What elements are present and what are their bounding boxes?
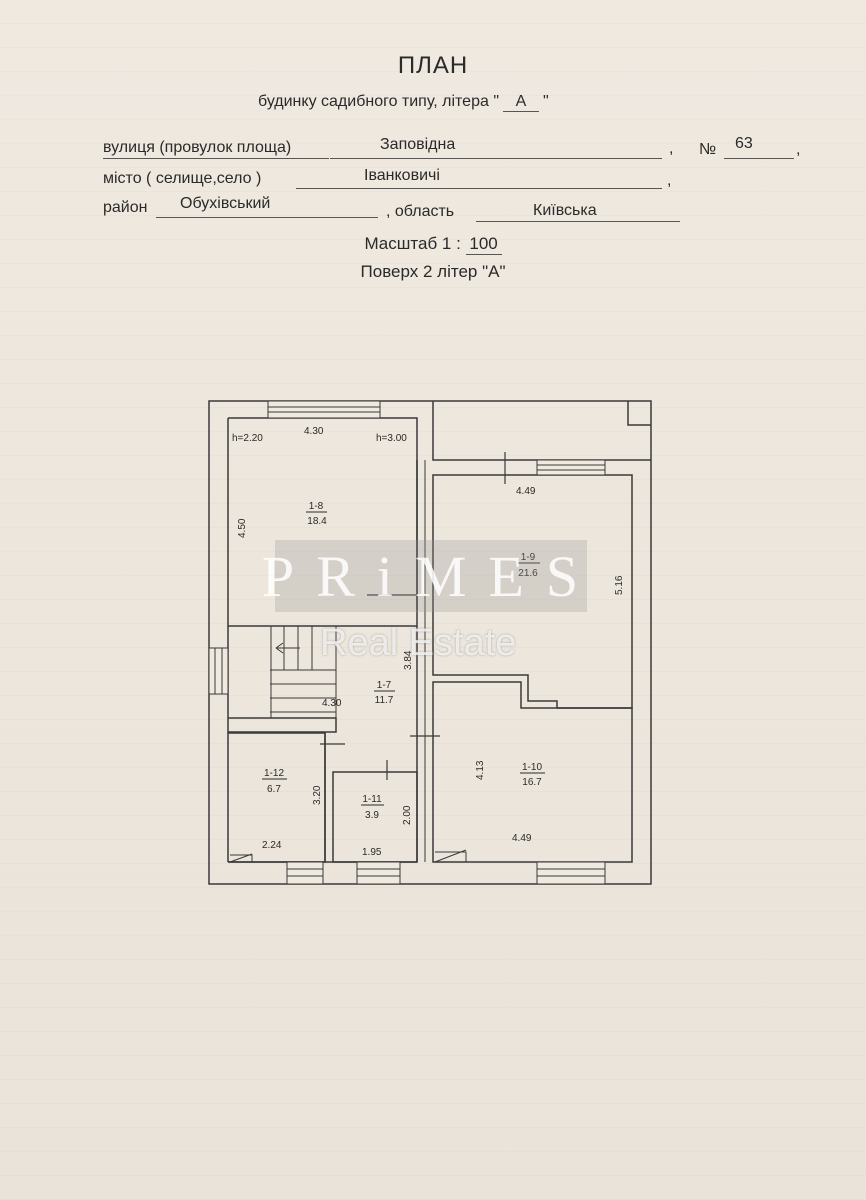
district-value: Обухівський: [180, 195, 271, 212]
room-1-10-id: 1-10: [522, 762, 542, 773]
dim-room11-height: 2.00: [402, 805, 413, 825]
room-1-7-area: 11.7: [375, 695, 394, 706]
dim-top-width-left: 4.30: [304, 426, 324, 437]
number-value: 63: [735, 135, 753, 152]
city-value: Іванковичі: [364, 167, 440, 184]
dim-right-top-width: 4.49: [516, 486, 536, 497]
window-bottom-left: [286, 861, 324, 885]
watermark-text: Real Estate: [320, 622, 517, 664]
dim-room10-height: 4.13: [475, 760, 486, 780]
window-top-left: [267, 400, 381, 419]
dim-h-left: h=2.20: [232, 433, 263, 444]
dim-stair-height: 3.84: [403, 650, 414, 670]
room-1-8-area: 18.4: [307, 516, 327, 527]
street-comma: ,: [669, 140, 674, 157]
street-value: Заповідна: [380, 136, 456, 153]
window-bottom-mid: [356, 861, 401, 885]
city-underline: [296, 188, 662, 189]
dim-room11-width: 1.95: [362, 847, 382, 858]
dim-h-right: h=3.00: [376, 433, 407, 444]
page-title: ПЛАН: [397, 52, 469, 79]
city-comma: ,: [667, 172, 672, 189]
street-label-underline: [103, 158, 329, 159]
stair-inner: [228, 717, 337, 733]
city-label: місто ( селище,село ): [103, 170, 262, 187]
region-underline: [476, 221, 680, 222]
number-underline: [724, 158, 794, 159]
scale-label: Масштаб 1 :: [364, 234, 461, 253]
room-1-8-id: 1-8: [309, 501, 324, 512]
room-1-9-id: 1-9: [521, 552, 536, 563]
room-1-10-wall: [432, 681, 633, 863]
dim-room12-height: 3.20: [312, 785, 323, 805]
dim-right-height: 5.16: [614, 575, 625, 595]
room-1-12-id: 1-12: [264, 768, 284, 779]
floor-label: Поверх 2 літер "А": [360, 262, 506, 281]
window-left: [208, 647, 229, 695]
room-1-9-wall: [432, 474, 633, 709]
dim-room10-width: 4.49: [512, 833, 532, 844]
street-underline: [330, 158, 662, 159]
dim-left-height: 4.50: [237, 518, 248, 538]
window-top-right: [536, 459, 606, 476]
room-1-12-area: 6.7: [267, 784, 281, 795]
region-label: , область: [386, 203, 455, 220]
room-1-9-area: 21.6: [518, 568, 538, 579]
room-1-11-area: 3.9: [365, 810, 379, 821]
scale: Масштаб 1 : 100: [0, 234, 866, 255]
number-comma: ,: [796, 141, 801, 158]
district-underline: [156, 217, 378, 218]
district-label: район: [103, 199, 148, 216]
room-1-7-id: 1-7: [377, 680, 392, 691]
corner-box: [627, 401, 651, 426]
number-label: №: [699, 141, 717, 158]
litera-value: А: [503, 93, 539, 112]
subtitle-suffix: ": [543, 93, 549, 110]
subtitle: будинку садибного типу, літера "А": [258, 93, 549, 112]
dim-room12-width: 2.24: [262, 840, 282, 851]
room-1-10-area: 16.7: [522, 777, 542, 788]
scale-value: 100: [465, 234, 502, 255]
watermark-logo: PRiMES: [262, 540, 587, 612]
region-value: Київська: [533, 202, 597, 219]
notch-wall: [432, 401, 651, 461]
window-bottom-right: [536, 861, 606, 885]
outer-wall: [208, 400, 652, 885]
subtitle-prefix: будинку садибного типу, літера ": [258, 93, 499, 110]
dim-stair-width: 4.30: [322, 698, 342, 709]
staircase: [270, 626, 337, 718]
street-label: вулиця (провулок площа): [103, 139, 292, 156]
room-1-11-id: 1-11: [362, 794, 382, 805]
